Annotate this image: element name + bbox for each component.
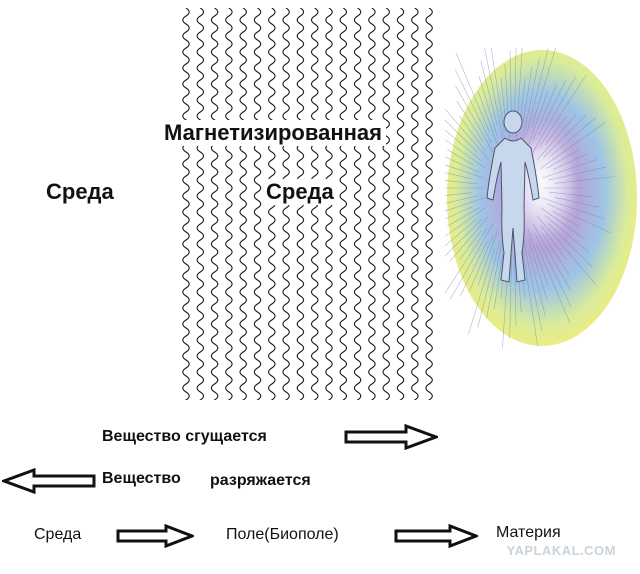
wave-line: [239, 8, 247, 400]
human-figure-icon: [486, 110, 540, 283]
wave-line: [353, 8, 362, 400]
wave-line: [382, 8, 390, 400]
watermark: YAPLAKAL.COM: [506, 543, 616, 558]
wave-line: [196, 8, 205, 400]
label-chain-medium: Среда: [34, 526, 82, 543]
magnetized-field-waves: [182, 8, 433, 400]
arrow-right-icon: [344, 424, 438, 450]
arrow-left-icon: [2, 468, 96, 494]
wave-line: [368, 8, 376, 400]
label-rarefies: разряжается: [210, 472, 311, 489]
label-chain-matter: Материя: [496, 524, 561, 541]
arrow-right-icon: [394, 524, 478, 548]
wave-line: [268, 8, 276, 400]
wave-line: [282, 8, 290, 400]
wave-line: [339, 8, 348, 400]
arrow-right-icon: [116, 524, 194, 548]
human-aura-illustration: [445, 48, 637, 348]
wave-line: [411, 8, 419, 400]
label-medium-center: Среда: [262, 179, 338, 205]
label-medium-left: Среда: [46, 179, 114, 204]
wave-line: [253, 8, 262, 400]
wave-line: [425, 8, 433, 400]
wave-line: [325, 8, 333, 400]
wave-line: [182, 8, 190, 400]
label-rarefies-word: Вещество: [102, 470, 181, 487]
wave-line: [210, 8, 219, 400]
wave-line: [310, 8, 319, 400]
wave-line: [225, 8, 233, 400]
wave-line: [396, 8, 405, 400]
label-chain-field: Поле(Биополе): [226, 526, 339, 543]
wave-line: [296, 8, 305, 400]
label-magnetized: Магнетизированная: [160, 120, 386, 146]
label-condenses: Вещество сгущается: [102, 428, 267, 445]
